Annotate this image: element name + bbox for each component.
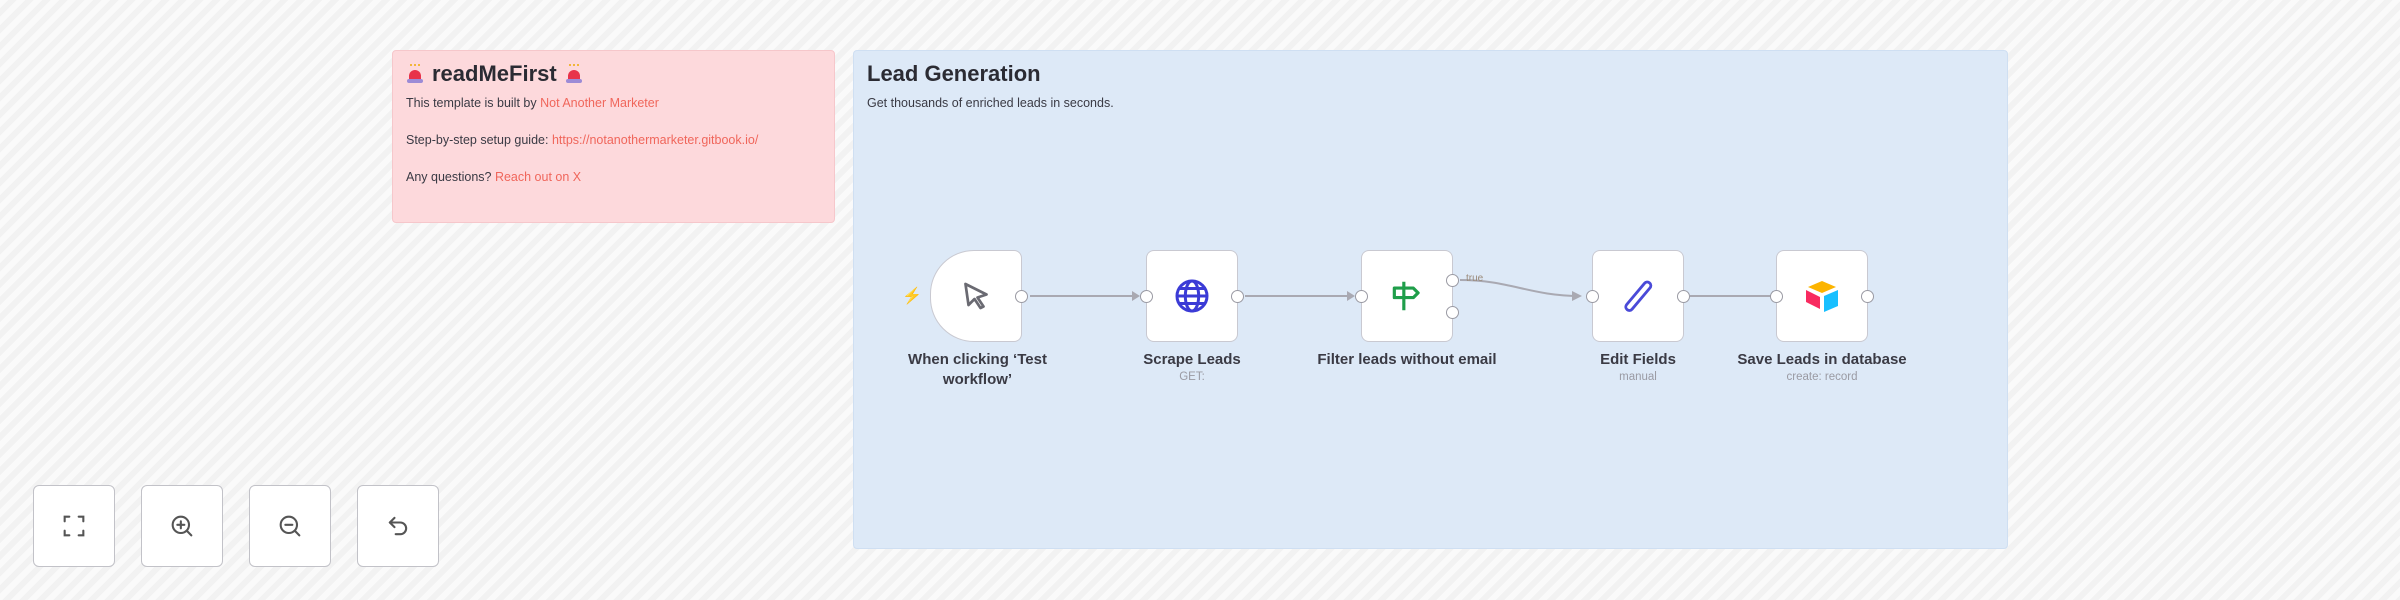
built-by-line: This template is built by Not Another Ma… [406,96,659,110]
police-light-icon [406,64,424,84]
node-filter[interactable] [1355,250,1459,342]
connection-edge-true[interactable] [1460,270,1590,310]
connection-edge[interactable] [1690,295,1778,297]
fit-view-icon [63,515,85,537]
node-subtitle: create: record [1786,371,1858,383]
airtable-icon [1806,281,1838,312]
connection-edge[interactable] [1245,295,1353,297]
sticky-title: Lead Generation [867,61,1041,86]
node-label: Edit Fields [1600,351,1676,368]
police-light-icon [565,64,583,84]
sticky-note-readme[interactable]: readMeFirst This template is built by No… [392,50,835,223]
edge-label-true: true [1466,273,1484,284]
node-save-leads-airtable[interactable] [1770,250,1874,342]
reset-zoom-button[interactable] [357,485,439,567]
sticky-title: readMeFirst [406,61,821,87]
undo-icon [388,516,408,536]
zoom-in-button[interactable] [141,485,223,567]
input-handle[interactable] [1586,290,1599,303]
questions-line: Any questions? Reach out on X [406,170,582,184]
setup-guide-line: Step-by-step setup guide: https://notano… [406,133,759,147]
fit-view-button[interactable] [33,485,115,567]
output-handle[interactable] [1231,290,1244,303]
node-subtitle: GET: [1179,371,1205,383]
arrow-icon [1132,291,1140,301]
trigger-bolt-icon: ⚡ [902,288,922,305]
cursor-icon [964,282,988,310]
node-manual-trigger[interactable] [930,250,1028,342]
reach-out-link[interactable]: Reach out on X [494,170,582,184]
node-subtitle: manual [1619,371,1657,383]
author-link[interactable]: Not Another Marketer [540,96,659,110]
pencil-icon [1624,280,1653,312]
input-handle[interactable] [1355,290,1368,303]
node-label: Save Leads in database [1737,351,1907,368]
arrow-icon [1347,291,1355,301]
node-label: Filter leads without email [1317,351,1497,368]
output-handle[interactable] [1677,290,1690,303]
zoom-out-button[interactable] [249,485,331,567]
zoom-in-icon [171,515,193,537]
globe-icon [1175,279,1209,313]
output-handle-true[interactable] [1446,274,1459,287]
node-edit-fields[interactable] [1586,250,1690,342]
output-handle-false[interactable] [1446,306,1459,319]
node-label: Scrape Leads [1143,351,1241,368]
input-handle[interactable] [1770,290,1783,303]
zoom-out-icon [279,515,301,537]
output-handle[interactable] [1015,290,1028,303]
sticky-description: Get thousands of enriched leads in secon… [867,96,1114,110]
connection-edge[interactable] [1030,295,1138,297]
setup-guide-link[interactable]: https://notanothermarketer.gitbook.io/ [551,133,759,147]
input-handle[interactable] [1140,290,1153,303]
node-scrape-leads[interactable] [1140,250,1244,342]
signpost-icon [1392,281,1420,311]
output-handle[interactable] [1861,290,1874,303]
